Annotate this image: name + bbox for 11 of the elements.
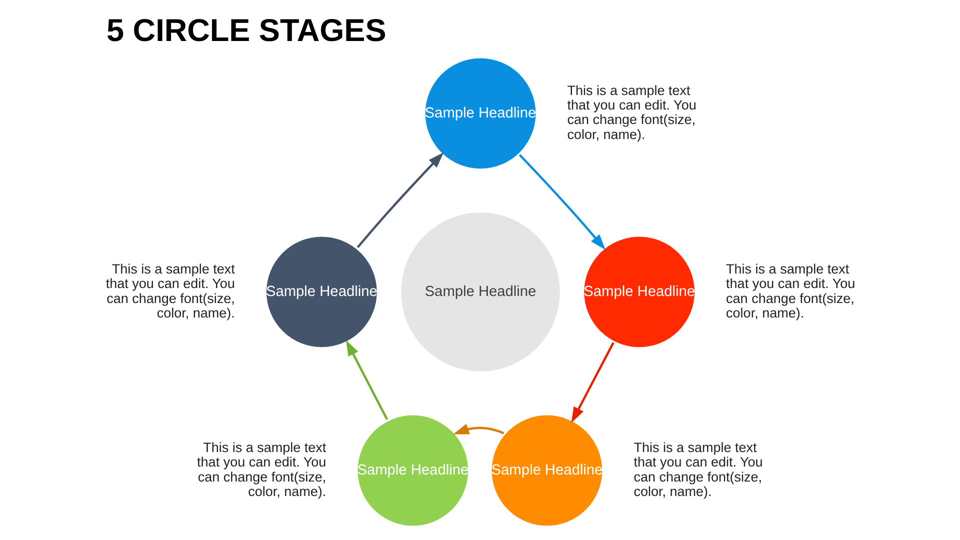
node-label: This is a sample text that you can edit. You can change font(size, color, name). <box>726 261 855 320</box>
arrow <box>452 424 504 434</box>
arrow <box>570 342 614 423</box>
arrow <box>346 340 388 420</box>
node-label: This is a sample text that you can edit. You can change font(size, color, name). <box>105 261 234 320</box>
node-label: This is a sample text that you can edit. You can change font(size, color, name). <box>633 440 762 499</box>
arrow <box>518 154 605 250</box>
arrow <box>356 152 444 248</box>
node-label: This is a sample text that you can edit. You can change font(size, color, name). <box>196 440 326 499</box>
node-label: This is a sample text that you can edit. You can change font(size, color, name). <box>566 82 696 142</box>
diagram-title: 5 CIRCLE STAGES <box>106 12 386 48</box>
